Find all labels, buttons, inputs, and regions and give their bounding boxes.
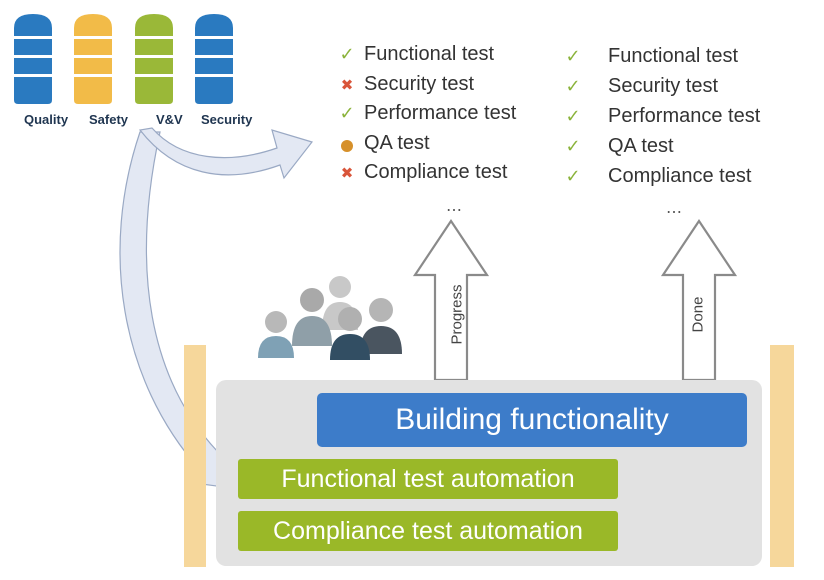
pillar-3-icon	[135, 14, 173, 104]
pillar-4-icon	[195, 14, 233, 104]
test-label: QA test	[608, 135, 674, 157]
team-icon	[258, 276, 402, 360]
done-arrow	[660, 219, 738, 382]
test-label: Functional test	[608, 45, 739, 67]
progress-arrow	[412, 219, 490, 382]
pillar-label: Security	[201, 112, 253, 127]
functional-test-automation-bar: Functional test automation	[238, 459, 618, 499]
right-post	[770, 345, 794, 567]
test-label: Performance test	[608, 105, 761, 127]
check-icon: ✓	[339, 103, 355, 124]
test-label: Performance test	[364, 102, 517, 124]
check-icon: ✓	[565, 136, 581, 157]
test-label: Security test	[364, 72, 475, 95]
pillar-label: V&V	[156, 112, 183, 127]
check-icon: ✓	[565, 106, 581, 127]
cross-icon: ✖	[340, 75, 354, 94]
test-label: Compliance test	[608, 165, 752, 187]
test-label: Compliance test	[364, 161, 508, 183]
pillar-1-icon	[14, 14, 52, 104]
compliance-test-automation-bar: Compliance test automation	[238, 511, 618, 551]
progress-more: …	[446, 196, 462, 215]
done-label: Done	[689, 296, 707, 333]
building-functionality-bar: Building functionality	[317, 393, 747, 447]
left-post	[184, 345, 206, 567]
check-icon: ✓	[565, 166, 581, 187]
dot-icon	[336, 133, 358, 152]
progress-label: Progress	[448, 284, 466, 345]
pillar-label: Safety	[89, 112, 129, 127]
test-label: QA test	[364, 131, 430, 154]
cross-icon: ✖	[340, 164, 354, 182]
check-icon: ✓	[565, 76, 581, 97]
small-curved-arrow	[138, 127, 314, 180]
done-more: …	[666, 198, 682, 217]
test-label: Functional test	[364, 43, 495, 65]
test-label: Security test	[608, 75, 719, 97]
pillar-2-icon	[74, 14, 112, 104]
pillar-label: Quality	[24, 112, 69, 127]
check-icon: ✓	[565, 46, 581, 67]
check-icon: ✓	[339, 44, 355, 65]
